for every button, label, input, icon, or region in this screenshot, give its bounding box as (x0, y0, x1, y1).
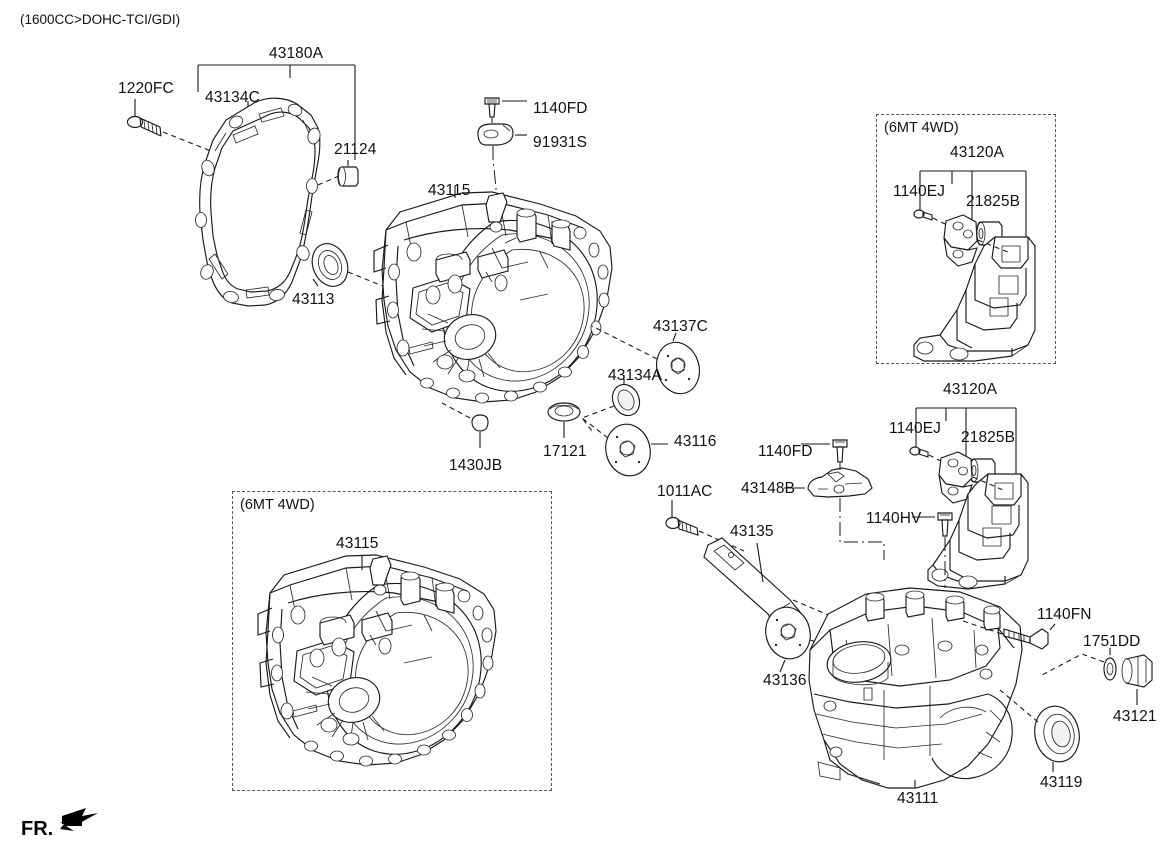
part-43120A-main-bracket-body (927, 451, 1029, 590)
part-label-21124: 21124 (334, 141, 377, 158)
part-1140FD-bracket-bolt (801, 439, 848, 463)
part-label-1430JB: 1430JB (449, 457, 503, 474)
part-43115-clutch-housing-4wd (257, 554, 497, 767)
part-label-43137C: 43137C (653, 318, 708, 335)
header-note: (1600CC>DOHC-TCI/GDI) (20, 12, 181, 27)
part-label-43180A: 43180A (269, 45, 324, 62)
part-label-1140FN: 1140FN (1037, 606, 1092, 623)
part-label-43120A-top: 43120A (950, 144, 1005, 161)
part-1011AC-bolt (665, 500, 745, 552)
part-21124-dowel (317, 160, 359, 187)
part-label-43148B: 43148B (741, 480, 796, 497)
part-label-43115-upper: 43115 (428, 182, 471, 199)
part-label-1140HV: 1140HV (866, 510, 922, 527)
part-label-43136: 43136 (763, 672, 807, 689)
part-label-1140EJ-top: 1140EJ (893, 183, 946, 200)
part-label-91931S: 91931S (533, 134, 588, 151)
part-label-21825B-main: 21825B (961, 429, 1016, 446)
orientation-marker-label: FR. (21, 818, 54, 840)
part-1430JB-plug (441, 402, 489, 448)
part-label-1140FD-upper: 1140FD (533, 100, 588, 117)
part-label-43134C: 43134C (205, 89, 260, 106)
mount-bracket-top-callouts (919, 170, 1027, 245)
part-43134A-seal-ring (581, 375, 641, 432)
variant-box-bottom-left (232, 491, 552, 791)
part-43121-filler-plug (1121, 654, 1153, 705)
part-label-43111: 43111 (897, 790, 939, 807)
part-label-43113: 43113 (292, 291, 335, 308)
part-label-1751DD: 1751DD (1083, 633, 1141, 650)
part-label-43119: 43119 (1040, 774, 1083, 791)
variant-box-top-right (876, 114, 1056, 364)
part-1140HV-bolt (912, 512, 953, 588)
part-43116-cover (581, 417, 668, 477)
part-1140FN-bolt (959, 619, 1056, 650)
part-label-43134A: 43134A (608, 367, 663, 384)
part-43113-oil-seal (311, 243, 421, 302)
part-43148B-bracket (784, 463, 885, 560)
mount-bracket-main-callouts (915, 407, 1017, 482)
part-label-43116: 43116 (674, 433, 717, 450)
part-label-1140FD-bracket: 1140FD (758, 443, 813, 460)
part-43134C-plate (195, 97, 321, 307)
orientation-marker (20, 798, 130, 849)
part-43137C-cover (591, 325, 700, 395)
part-43136-cover (765, 606, 881, 673)
part-label-43121: 43121 (1113, 708, 1157, 725)
fr-arrow-icon (60, 808, 98, 831)
part-label-43120A-main: 43120A (943, 381, 998, 398)
part-43111-transmission-case (808, 587, 1023, 789)
part-1751DD-washer (1039, 648, 1117, 681)
part-label-1140EJ-main: 1140EJ (889, 420, 942, 437)
variant-box-top-right-label: (6MT 4WD) (884, 120, 959, 136)
part-1140EJ-main-bolt (909, 446, 981, 482)
part-label-21825B-top: 21825B (966, 193, 1021, 210)
part-43119-oil-seal (999, 689, 1080, 772)
part-17121-plug (547, 402, 581, 438)
variant-box-bottom-left-label: (6MT 4WD) (240, 497, 315, 513)
part-label-17121: 17121 (543, 443, 587, 460)
part-label-43135: 43135 (730, 523, 774, 540)
part-43115-clutch-housing (373, 186, 613, 404)
part-label-1011AC: 1011AC (657, 483, 713, 500)
part-1140FD-upper-bolt (484, 97, 527, 118)
part-label-1220FC: 1220FC (118, 80, 174, 97)
part-43120A-top-bracket-body (913, 214, 1036, 362)
part-label-43115-4wd: 43115 (336, 535, 379, 552)
